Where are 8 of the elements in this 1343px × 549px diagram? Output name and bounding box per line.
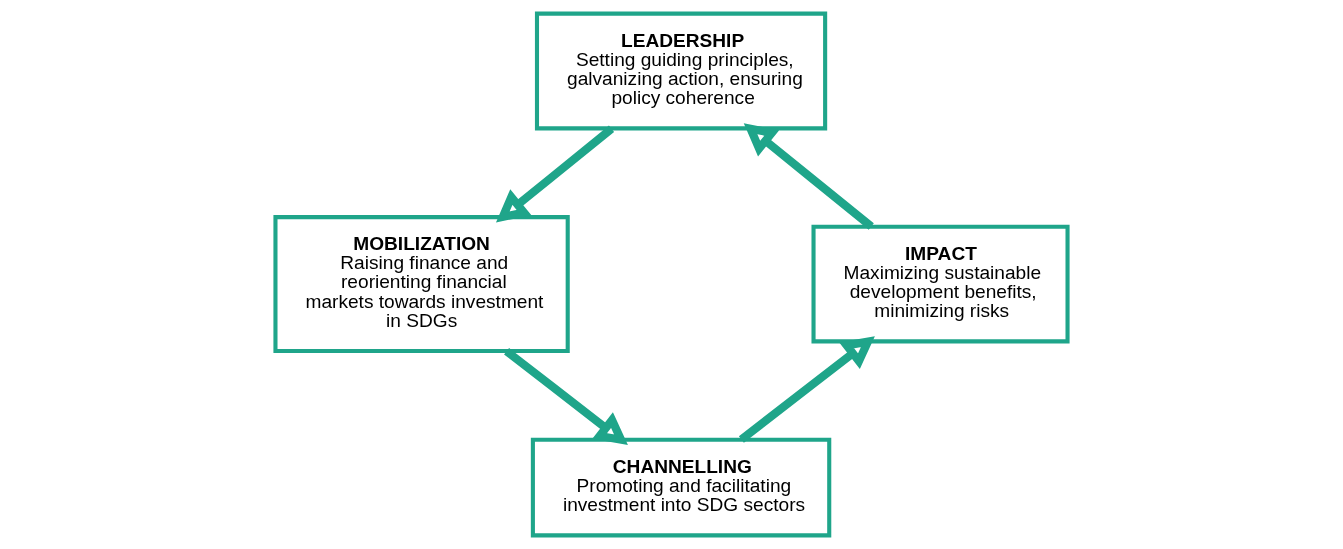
node-box: MOBILIZATION Raising finance and reorienting financial markets towards investment in SDGs bbox=[273, 215, 570, 354]
arrow bbox=[738, 336, 875, 443]
arrow bbox=[504, 347, 628, 446]
arrow bbox=[743, 123, 874, 230]
node-box: LEADERSHIP Setting guiding principles, galvanizing action, ensuring policy coherence bbox=[534, 11, 828, 131]
node-box: IMPACT Maximizing sustainable development benefits, minimizing risks bbox=[811, 224, 1070, 344]
node-box: CHANNELLING Promoting and facilitating investment into SDG sectors bbox=[530, 437, 832, 538]
arrow bbox=[495, 125, 615, 223]
